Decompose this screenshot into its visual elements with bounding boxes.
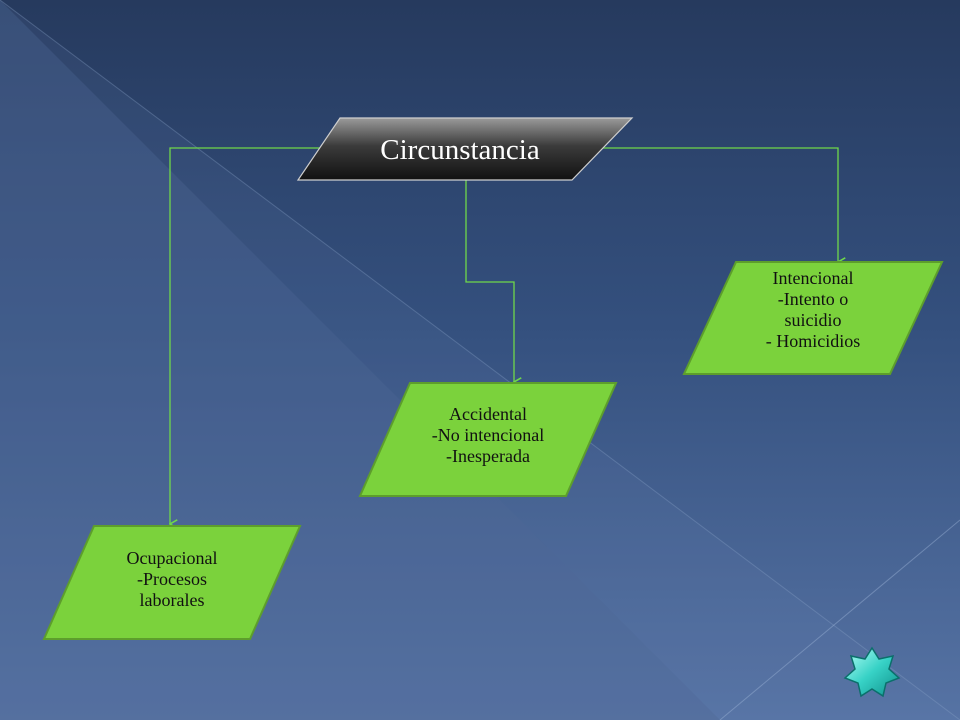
node-intencional-line: suicidio	[784, 310, 842, 330]
connector-to-accidental	[465, 180, 514, 382]
node-ocupacional-line: -Procesos	[137, 569, 207, 589]
node-accidental-shape	[358, 382, 618, 497]
node-ocupacional-shape	[42, 525, 302, 640]
star-icon[interactable]	[843, 646, 901, 698]
node-accidental-line: -Inesperada	[446, 446, 530, 466]
connector-to-intencional	[600, 147, 838, 262]
connector-to-ocupacional	[170, 147, 335, 524]
node-ocupacional-label: Ocupacional -Procesos laborales	[72, 548, 272, 611]
root-shape	[296, 117, 634, 181]
node-intencional-shape	[682, 261, 944, 375]
node-accidental-label: Accidental -No intencional -Inesperada	[388, 404, 588, 467]
root-label: Circunstancia	[380, 134, 540, 166]
node-ocupacional-line: Ocupacional	[126, 548, 218, 568]
node-intencional-label: Intencional -Intento o suicidio - Homici…	[713, 268, 913, 352]
node-accidental-line: Accidental	[449, 404, 527, 424]
node-intencional-line: Intencional	[772, 268, 854, 288]
node-intencional-line: -Intento o	[777, 289, 849, 309]
node-ocupacional-line: laborales	[139, 590, 205, 610]
node-intencional-line: - Homicidios	[765, 331, 861, 351]
node-accidental-line: -No intencional	[431, 425, 545, 445]
